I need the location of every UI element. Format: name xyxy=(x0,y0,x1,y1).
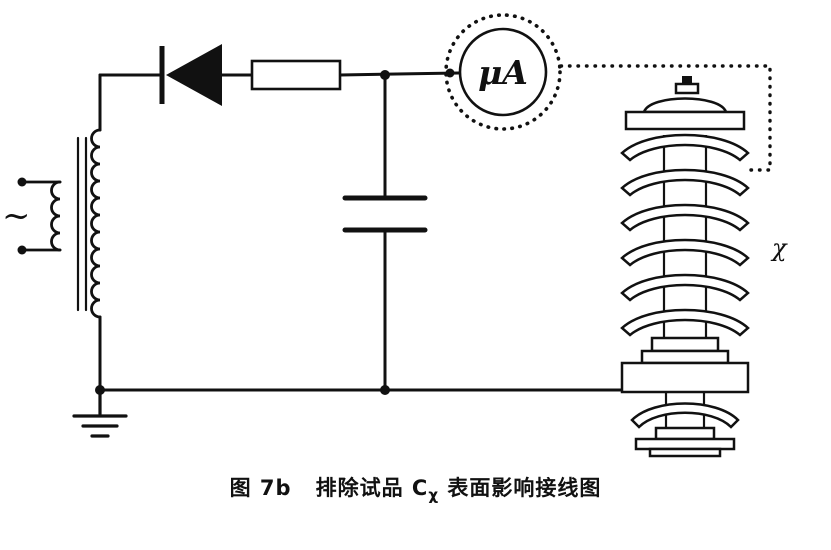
figure-number: 图 7b xyxy=(229,476,292,500)
insulator-shed xyxy=(620,133,750,162)
secondary-winding xyxy=(90,128,102,319)
caption-text-before: 排除试品 C xyxy=(315,476,429,500)
wires xyxy=(95,68,624,395)
figure-caption: 图 7b 排除试品 Cχ 表面影响接线图 xyxy=(0,472,831,504)
junction-dot xyxy=(380,70,390,80)
base-plate xyxy=(654,426,716,441)
top-bolt xyxy=(682,76,692,84)
insulator-shed xyxy=(620,168,750,197)
insulator-shed-bottom xyxy=(630,402,740,429)
insulator-shed xyxy=(620,203,750,232)
microammeter: μA xyxy=(444,13,562,131)
caption-text-after: 表面影响接线图 xyxy=(439,476,602,500)
meter-body xyxy=(458,27,548,117)
resistor xyxy=(250,59,342,91)
base-plate xyxy=(634,437,736,451)
top-cap-band xyxy=(624,110,746,131)
insulator-shed xyxy=(620,238,750,267)
stack-plate xyxy=(640,349,730,365)
diode-triangle xyxy=(166,44,222,106)
primary-winding xyxy=(50,180,62,252)
insulator-shed xyxy=(620,308,750,337)
capacitor xyxy=(342,195,428,233)
insulator-shed xyxy=(620,273,750,302)
base-plate xyxy=(648,447,722,458)
stack-plate xyxy=(650,336,720,353)
transformer: ~ xyxy=(2,128,102,319)
flange xyxy=(620,361,750,394)
junction-dot xyxy=(380,385,390,395)
diode xyxy=(159,44,222,106)
meter-label: μA xyxy=(478,53,528,92)
ground-symbol xyxy=(72,388,128,438)
top-cap-dome xyxy=(642,97,728,114)
test-specimen-insulator xyxy=(620,76,750,458)
meter-shield-dotted-ring xyxy=(444,13,562,131)
top-bolt-base xyxy=(674,82,700,95)
shield-dotted-line xyxy=(559,64,772,172)
specimen-label: χ xyxy=(770,234,788,262)
caption-subscript: χ xyxy=(428,486,440,505)
ac-source-symbol: ~ xyxy=(2,196,31,236)
wire-resistor-meter xyxy=(338,71,461,77)
